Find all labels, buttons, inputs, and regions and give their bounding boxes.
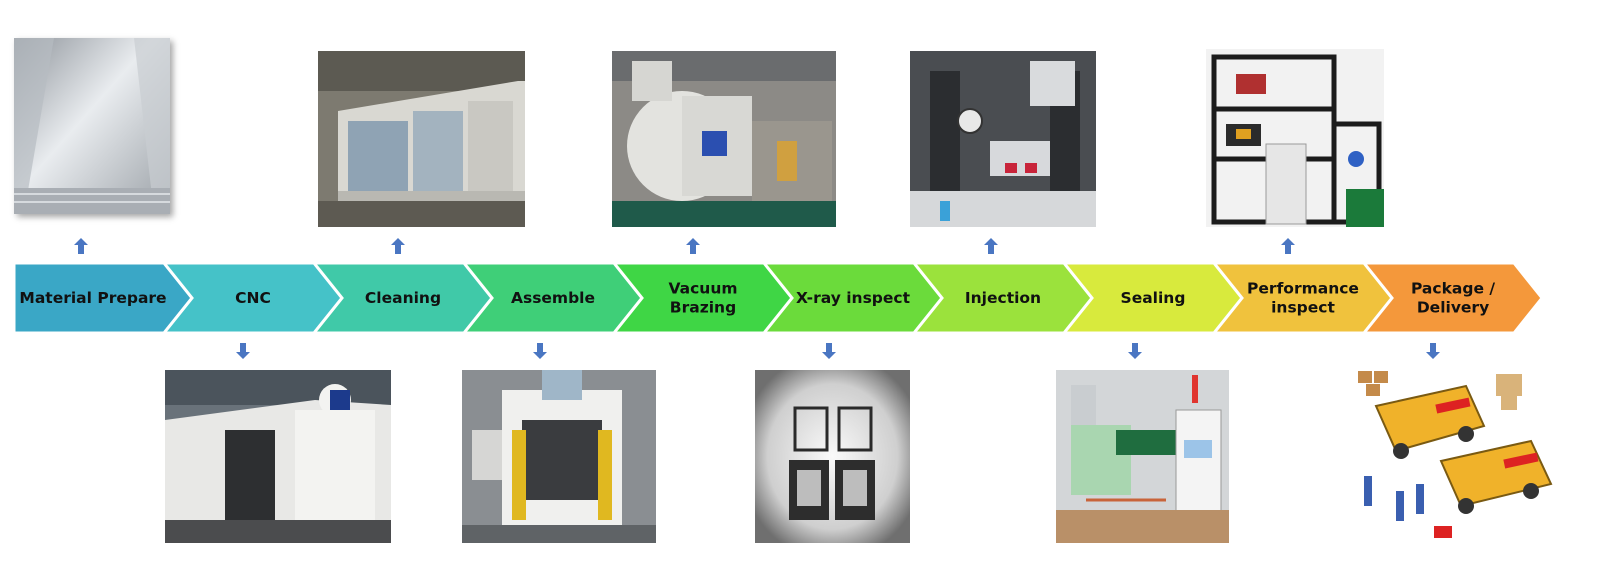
step-label: X-ray inspect (796, 289, 911, 307)
process-step: X-ray inspect (760, 261, 944, 335)
step-label: Package /Delivery (1411, 280, 1495, 317)
arrow-up-icon (984, 238, 998, 254)
vacuum-furnace-icon (612, 51, 836, 227)
step-label: Injection (965, 289, 1041, 307)
step-label: Cleaning (365, 289, 441, 307)
arrow-up-icon (391, 238, 405, 254)
arrow-down-icon (236, 343, 250, 359)
step-label-line: Cleaning (365, 289, 441, 307)
arrow-up-icon (686, 238, 700, 254)
step-label-line: Delivery (1417, 299, 1489, 317)
step-label-line: Injection (965, 289, 1041, 307)
step-label-line: Performance (1247, 280, 1359, 298)
step-label-line: Assemble (511, 289, 595, 307)
step-label: Sealing (1121, 289, 1186, 307)
step-chevron (1360, 261, 1544, 335)
cnc-machine-icon (165, 370, 391, 543)
step-label-line: Brazing (670, 299, 736, 317)
injection-machine-icon (910, 51, 1096, 227)
sealing-welder-icon (1056, 370, 1229, 543)
process-step: Package /Delivery (1360, 261, 1544, 335)
step-label: Material Prepare (19, 289, 166, 307)
arrow-down-icon (1128, 343, 1142, 359)
arrow-down-icon (822, 343, 836, 359)
step-label-line: Package / (1411, 280, 1495, 298)
arrow-down-icon (1426, 343, 1440, 359)
step-label-line: Sealing (1121, 289, 1186, 307)
arrow-up-icon (1281, 238, 1295, 254)
step-label: Assemble (511, 289, 595, 307)
aluminum-sheet-icon (14, 38, 170, 214)
step-label: CNC (235, 289, 271, 307)
test-rig-icon (1206, 49, 1384, 227)
process-step: Material Prepare (12, 261, 194, 335)
step-label-line: Vacuum (668, 280, 737, 298)
process-step: Sealing (1060, 261, 1244, 335)
process-step: Cleaning (310, 261, 494, 335)
delivery-truck-icon (1356, 366, 1564, 546)
process-step: Assemble (460, 261, 644, 335)
step-label-line: inspect (1271, 299, 1335, 317)
arrow-down-icon (533, 343, 547, 359)
step-label-line: X-ray inspect (796, 289, 911, 307)
process-step: Injection (910, 261, 1094, 335)
process-step: CNC (160, 261, 344, 335)
arrow-up-icon (74, 238, 88, 254)
step-label-line: Material Prepare (19, 289, 166, 307)
step-label-line: CNC (235, 289, 271, 307)
cleaning-line-icon (318, 51, 525, 227)
assembly-press-icon (462, 370, 656, 543)
xray-image-icon (755, 370, 910, 543)
